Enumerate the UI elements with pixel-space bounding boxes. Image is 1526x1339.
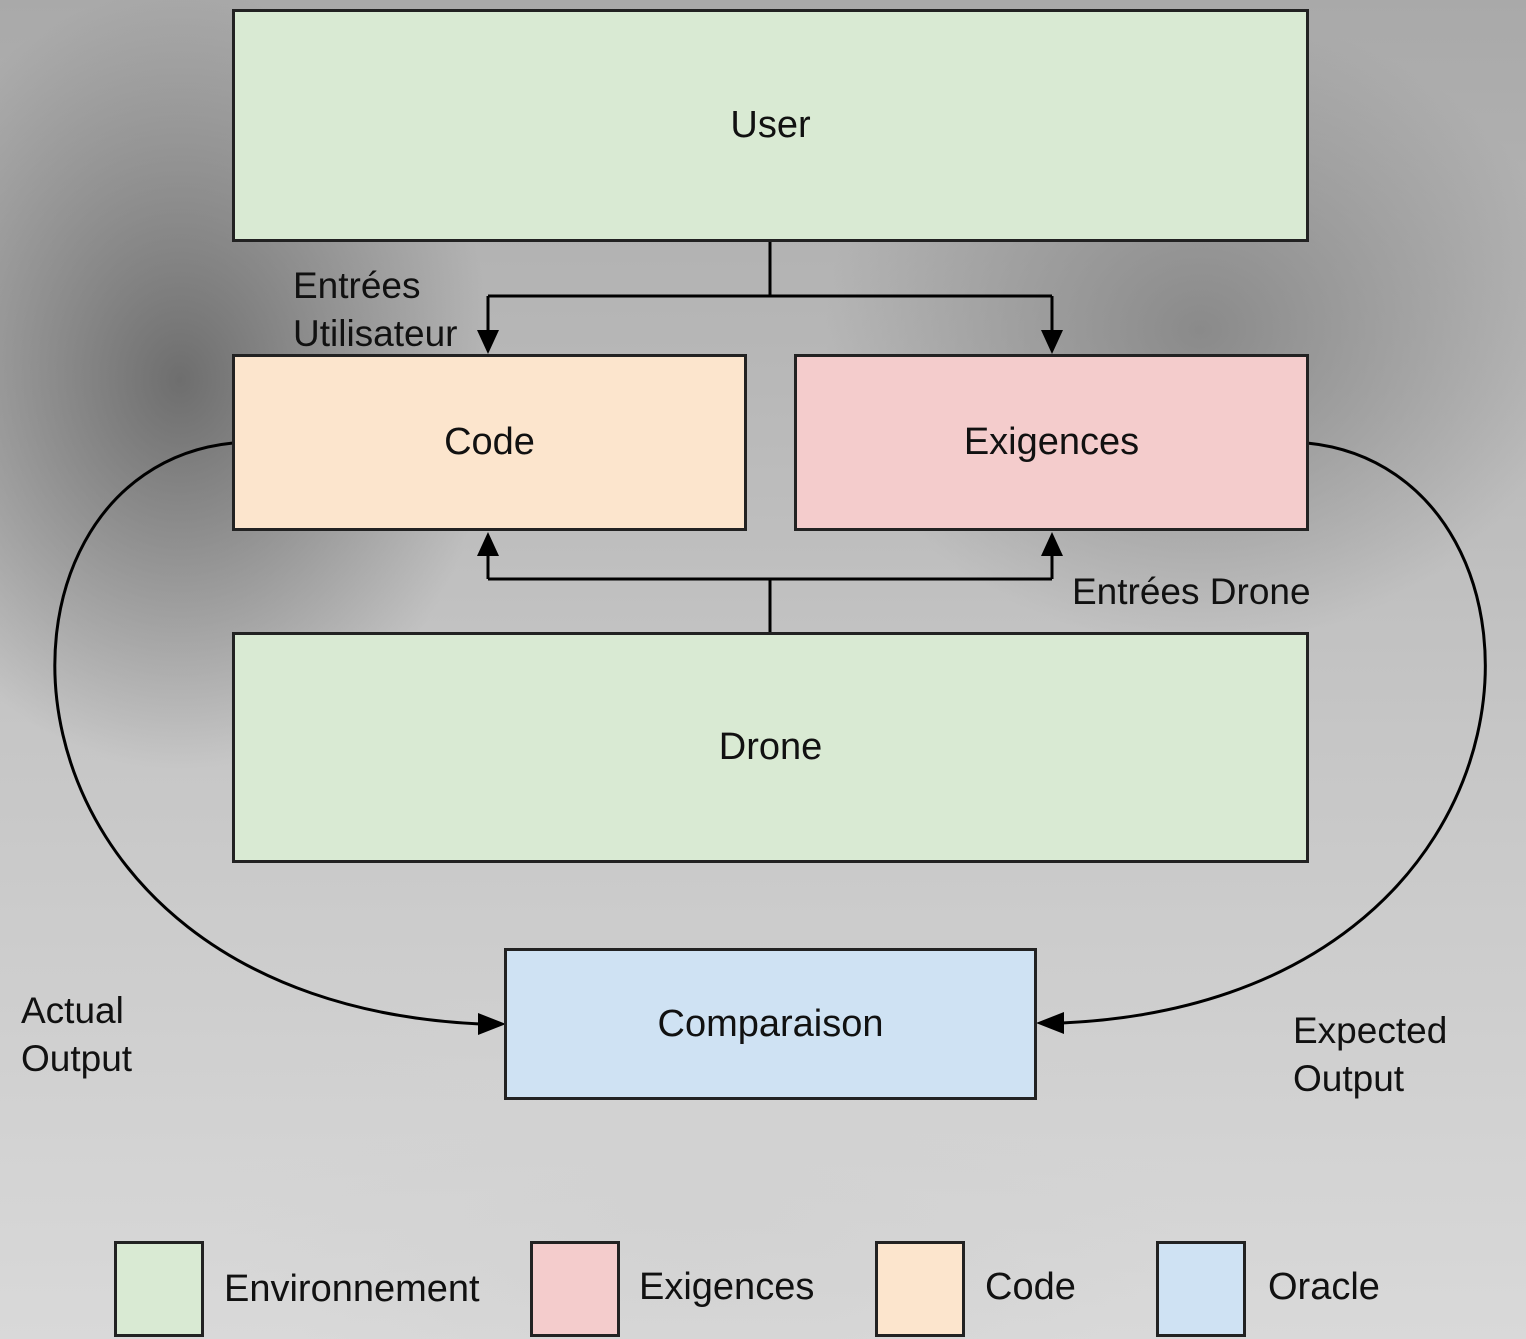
actual-output-label: Actual Output <box>21 990 133 1079</box>
drone-box-label: Drone <box>718 726 823 768</box>
expected-output-curve <box>1061 441 1487 1025</box>
drone-inputs-connector <box>486 552 1054 632</box>
drone-inputs-label: Entrées Drone <box>1072 571 1311 612</box>
legend-swatch-oracle <box>1156 1241 1246 1337</box>
legend-label-environment: Environnement <box>224 1268 480 1310</box>
requirements-box-label: Exigences <box>963 421 1140 463</box>
legend-swatch-environment <box>114 1241 204 1337</box>
legend-swatch-code <box>875 1241 965 1337</box>
legend-label-code: Code <box>985 1266 1076 1308</box>
user-inputs-connector <box>486 240 1054 334</box>
expected-output-arrowhead <box>1036 1012 1064 1034</box>
user-box-label: User <box>730 104 811 146</box>
actual-output-arrowhead <box>478 1013 506 1035</box>
legend-label-requirements: Exigences <box>639 1266 815 1308</box>
comparison-box-label: Comparaison <box>657 1002 884 1045</box>
user-inputs-label: Entrées Utilisateur <box>293 265 458 354</box>
drone-to-code-arrowhead <box>477 532 499 556</box>
code-box: Code <box>232 354 747 531</box>
user-box: User <box>232 9 1309 242</box>
legend-label-oracle: Oracle <box>1268 1266 1380 1308</box>
user-to-code-arrowhead <box>477 330 499 354</box>
actual-output-curve <box>53 441 481 1026</box>
expected-output-label: Expected Output <box>1293 1010 1448 1099</box>
code-box-label: Code <box>444 421 535 463</box>
requirements-box: Exigences <box>794 354 1309 531</box>
user-to-requirements-arrowhead <box>1041 330 1063 354</box>
drone-to-requirements-arrowhead <box>1041 532 1063 556</box>
drone-box: Drone <box>232 632 1309 863</box>
legend-swatch-requirements <box>530 1241 620 1337</box>
comparison-box: Comparaison <box>504 948 1037 1100</box>
